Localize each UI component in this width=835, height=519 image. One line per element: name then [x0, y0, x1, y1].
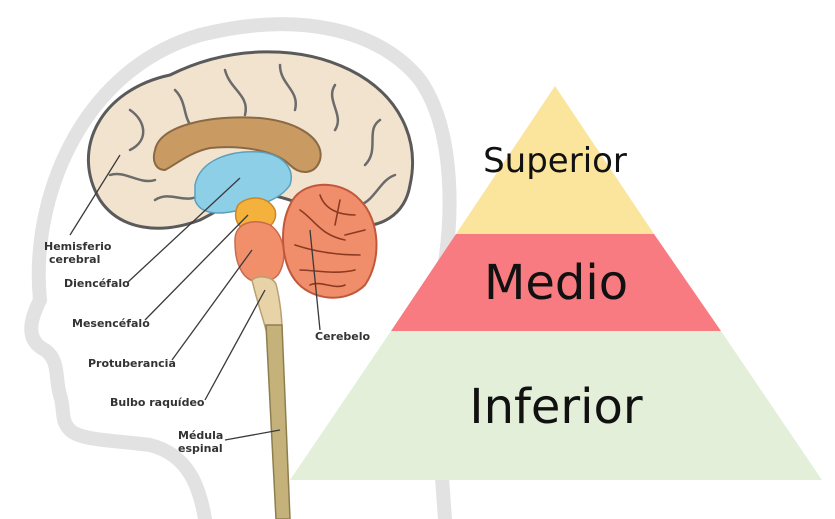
- label-hemisferio-line2: cerebral: [49, 253, 100, 266]
- pyramid-label-superior: Superior: [483, 141, 627, 181]
- pyramid-label-inferior: Inferior: [469, 379, 642, 435]
- pyramid-tier-superior: [456, 86, 654, 234]
- label-medula-line2: espinal: [178, 442, 223, 455]
- medulla: [251, 276, 283, 331]
- cerebellum: [282, 183, 378, 299]
- pyramid: [290, 86, 822, 480]
- pyramid-label-medio: Medio: [484, 255, 628, 311]
- pyramid-tier-medio: [391, 234, 721, 331]
- label-cerebelo: Cerebelo: [315, 330, 371, 343]
- label-mesencefalo: Mesencéfalo: [72, 317, 150, 330]
- label-protuberancia: Protuberancia: [88, 357, 176, 370]
- pyramid-tier-inferior: [290, 331, 822, 480]
- label-medula-line1: Médula: [178, 429, 223, 442]
- label-bulbo: Bulbo raquídeo: [110, 396, 205, 409]
- spinal-cord: [265, 324, 291, 519]
- label-diencefalo: Diencéfalo: [64, 277, 130, 290]
- corpus-callosum: [152, 116, 322, 173]
- leader-lines: [69, 154, 321, 441]
- label-hemisferio-line1: Hemisferio: [44, 240, 112, 253]
- pons: [234, 221, 285, 283]
